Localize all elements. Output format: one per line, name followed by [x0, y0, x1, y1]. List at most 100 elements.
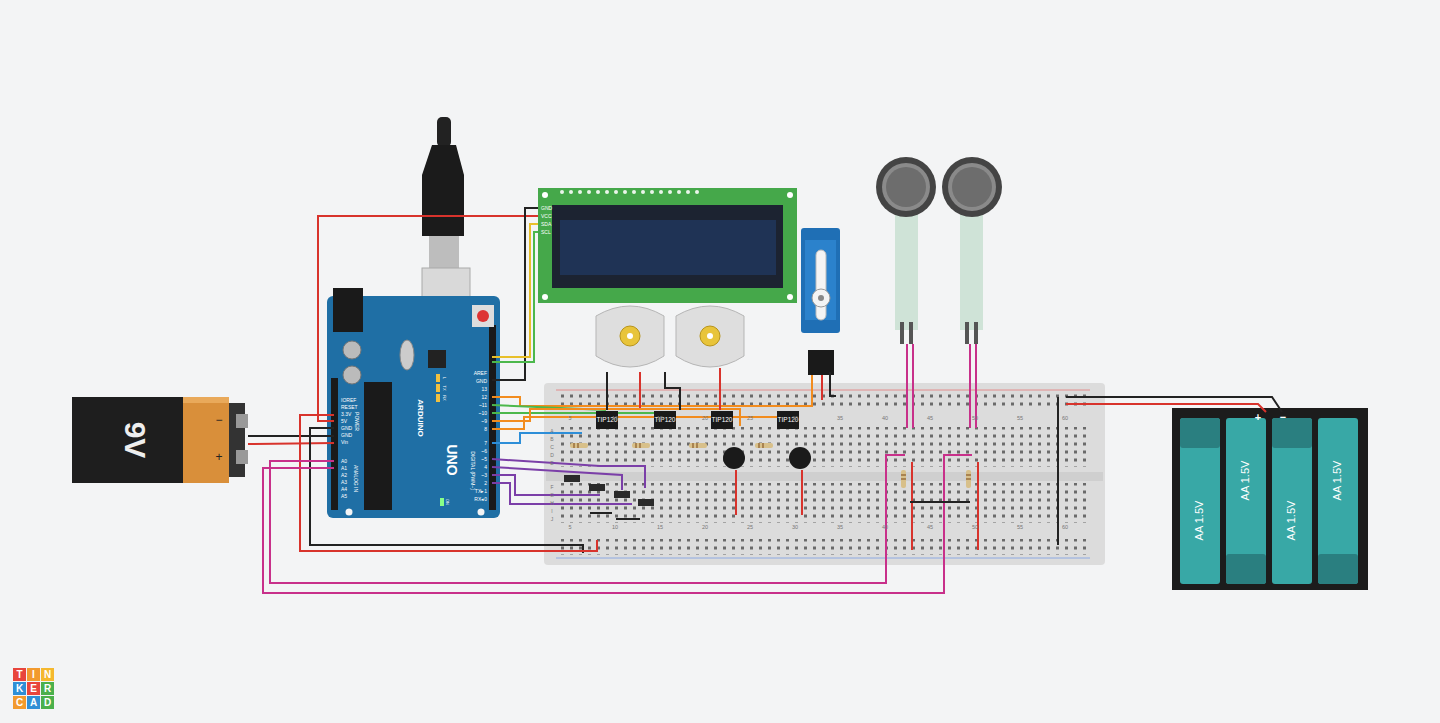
component-label: TX: [442, 385, 446, 390]
resistors-part-part: [635, 443, 636, 448]
lcd-display-part: [542, 294, 548, 300]
battery-pack-part: [1226, 418, 1266, 584]
wires-part: [1066, 404, 1266, 412]
arduino-uno-part: [346, 509, 353, 516]
wires-part: [665, 372, 680, 410]
wires-part: [911, 462, 913, 550]
component-label: ARDUINO: [416, 399, 424, 436]
wires-part: [492, 208, 538, 380]
resistors-part-part: [758, 443, 759, 448]
lcd-display-part-part: [569, 190, 573, 194]
lcd-display-part-part: [686, 190, 690, 194]
component-label: 9V: [120, 422, 150, 459]
breadboard-part: [544, 383, 1105, 565]
arduino-uno-part: [364, 382, 392, 510]
tinkercad-logo-part: [27, 696, 40, 709]
tinkercad-logo-part: [13, 696, 26, 709]
lcd-display-part-part: [596, 190, 600, 194]
tinkercad-logo: [13, 668, 54, 709]
force-sensors-part: [965, 322, 969, 344]
component-label: 25: [747, 525, 753, 531]
arduino-uno-part: [428, 350, 446, 368]
component-label: 25: [747, 416, 753, 422]
battery-pack-part: [1272, 418, 1312, 448]
transistors-part: [711, 411, 733, 429]
servo-motor-part: [805, 240, 836, 320]
battery-pack-part: [1272, 418, 1312, 584]
wires-part: [263, 455, 972, 593]
wires-part: [492, 375, 812, 406]
component-label: 2: [484, 481, 487, 486]
component-label: ~10: [479, 411, 487, 416]
pushbuttons-part: [564, 475, 580, 482]
lcd-display-part-part: [578, 190, 582, 194]
component-label: 5: [568, 525, 571, 531]
arduino-uno-part: [478, 509, 485, 516]
resistors-part: [689, 443, 707, 448]
wires-part: [910, 501, 970, 503]
component-label: 35: [837, 416, 843, 422]
lcd-display-part-part: [677, 190, 681, 194]
arduino-uno: [327, 288, 500, 518]
wires-part: [492, 433, 582, 443]
dc-motors-part: [700, 326, 720, 346]
lcd-display-part: [552, 205, 783, 288]
arduino-uno-part: [440, 498, 444, 506]
wires-part: [830, 372, 836, 396]
wires-part: [719, 368, 721, 410]
lcd-display-part-part: [587, 190, 591, 194]
component-label: T: [16, 670, 22, 680]
component-label: R: [44, 684, 51, 694]
component-label: 30: [792, 525, 798, 531]
component-label: ANALOG IN: [353, 464, 358, 491]
component-label: 8: [484, 427, 487, 432]
force-sensors-part: [876, 157, 936, 217]
resistors-part-part: [696, 443, 697, 448]
component-label: 10: [612, 416, 618, 422]
wires-part: [801, 470, 803, 515]
wires-part: [639, 372, 641, 408]
component-label: AREF: [474, 371, 487, 376]
component-label: A: [550, 429, 553, 434]
lcd-display-part-part: [623, 190, 627, 194]
arduino-uno-part: [436, 384, 440, 392]
component-label: A4: [341, 487, 347, 492]
transistors-part: [777, 411, 799, 429]
component-label: −: [215, 414, 222, 426]
wires-part: [616, 518, 640, 520]
component-label: TX▸1: [475, 489, 487, 494]
component-label: C: [16, 698, 23, 708]
component-label: RX: [442, 395, 446, 401]
transistors: [596, 411, 799, 429]
dc-motors-part: [596, 306, 664, 367]
arduino-uno-part: [477, 310, 489, 322]
component-label: 5: [568, 416, 571, 422]
pushbuttons-part: [614, 491, 630, 498]
resistors-part: [632, 443, 650, 448]
force-sensors-part: [952, 167, 992, 207]
component-label: 55: [1017, 416, 1023, 422]
battery-pack-part: [1226, 554, 1266, 584]
component-label: H: [550, 501, 554, 506]
force-sensors-part: [886, 167, 926, 207]
servo-motor-part: [818, 295, 824, 301]
component-label: ~11: [479, 403, 487, 408]
component-label: N: [44, 670, 51, 680]
dc-motors: [596, 306, 744, 367]
resistors-part-part: [966, 474, 971, 475]
component-label: 40: [882, 525, 888, 531]
component-label: POWER: [353, 412, 358, 431]
lcd-display-part: [560, 190, 699, 194]
arduino-uno-part: [472, 305, 494, 327]
component-label: ~6: [481, 449, 487, 454]
battery-pack-part: [1180, 418, 1220, 584]
arduino-uno-part: [400, 340, 414, 370]
wires-part: [606, 372, 608, 410]
component-label: +: [1255, 412, 1261, 423]
component-label: 40: [882, 416, 888, 422]
dc-motors-part: [707, 333, 713, 339]
battery-pack: [1172, 408, 1368, 590]
wires: [248, 208, 1282, 593]
resistors-part-part: [577, 443, 578, 448]
force-sensors-part: [895, 200, 918, 330]
